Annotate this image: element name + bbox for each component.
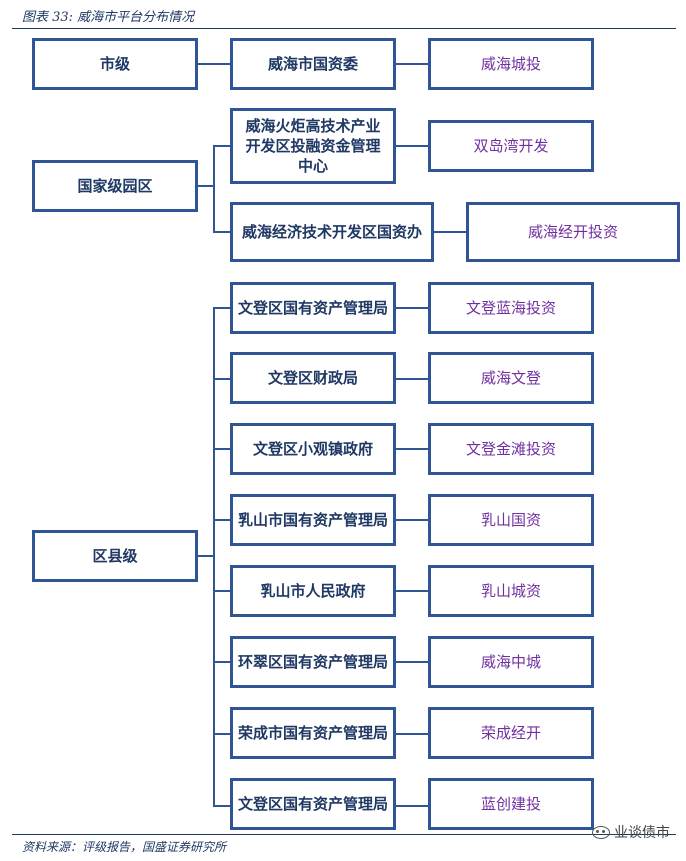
bottom-rule [12, 834, 676, 835]
platform-box: 威海经开投资 [466, 202, 680, 262]
platform-box: 威海中城 [428, 636, 594, 688]
connector-county-branch [213, 733, 230, 735]
owner-box: 文登区小观镇政府 [230, 423, 396, 475]
connector-county-branch [213, 448, 230, 450]
connector-county-trunk [198, 555, 214, 557]
connector-county-branch [213, 590, 230, 592]
platform-box: 乳山国资 [428, 494, 594, 546]
platform-box: 双岛湾开发 [428, 120, 594, 172]
platform-box: 乳山城资 [428, 565, 594, 617]
figure-title: 图表 33: 威海市平台分布情况 [22, 10, 195, 25]
connector-park-branch-1 [213, 145, 230, 147]
level-box-city: 市级 [32, 38, 198, 90]
platform-box: 蓝创建投 [428, 778, 594, 830]
owner-box: 威海火炬高技术产业开发区投融资金管理中心 [230, 108, 396, 184]
connector-county-branch [213, 307, 230, 309]
level-box-national-park: 国家级园区 [32, 160, 198, 212]
connector-county-branch [213, 519, 230, 521]
connector-owner-platform [396, 519, 428, 521]
owner-box: 威海经济技术开发区国资办 [230, 202, 434, 262]
connector-owner-platform [396, 805, 428, 807]
owner-box: 文登区国有资产管理局 [230, 778, 396, 830]
source-note: 资料来源：评级报告，国盛证券研究所 [22, 840, 227, 854]
connector-owner-platform [396, 63, 428, 65]
owner-box: 乳山市国有资产管理局 [230, 494, 396, 546]
connector-owner-platform [396, 145, 428, 147]
connector-owner-platform [434, 231, 466, 233]
wechat-icon [592, 825, 610, 839]
owner-box: 荣成市国有资产管理局 [230, 707, 396, 759]
connector-owner-platform [396, 733, 428, 735]
watermark: 业谈债市 [592, 822, 670, 842]
owner-box: 文登区财政局 [230, 352, 396, 404]
owner-box: 乳山市人民政府 [230, 565, 396, 617]
connector-park-branch-2 [213, 231, 230, 233]
connector-county-branch [213, 378, 230, 380]
level-box-county: 区县级 [32, 530, 198, 582]
platform-box: 荣成经开 [428, 707, 594, 759]
connector-owner-platform [396, 307, 428, 309]
platform-box: 威海文登 [428, 352, 594, 404]
watermark-text: 业谈债市 [614, 825, 670, 841]
connector-county-branch [213, 805, 230, 807]
connector-owner-platform [396, 378, 428, 380]
connector-owner-platform [396, 448, 428, 450]
platform-box: 文登蓝海投资 [428, 282, 594, 334]
connector-park-trunk [198, 185, 214, 187]
connector-county-spine [213, 307, 215, 806]
connector-owner-platform [396, 590, 428, 592]
owner-box: 威海市国资委 [230, 38, 396, 90]
connector-county-branch [213, 661, 230, 663]
top-rule [12, 28, 676, 29]
connector-city-owner [198, 63, 230, 65]
platform-box: 威海城投 [428, 38, 594, 90]
owner-box: 环翠区国有资产管理局 [230, 636, 396, 688]
connector-park-spine [213, 145, 215, 232]
owner-box: 文登区国有资产管理局 [230, 282, 396, 334]
connector-owner-platform [396, 661, 428, 663]
platform-box: 文登金滩投资 [428, 423, 594, 475]
